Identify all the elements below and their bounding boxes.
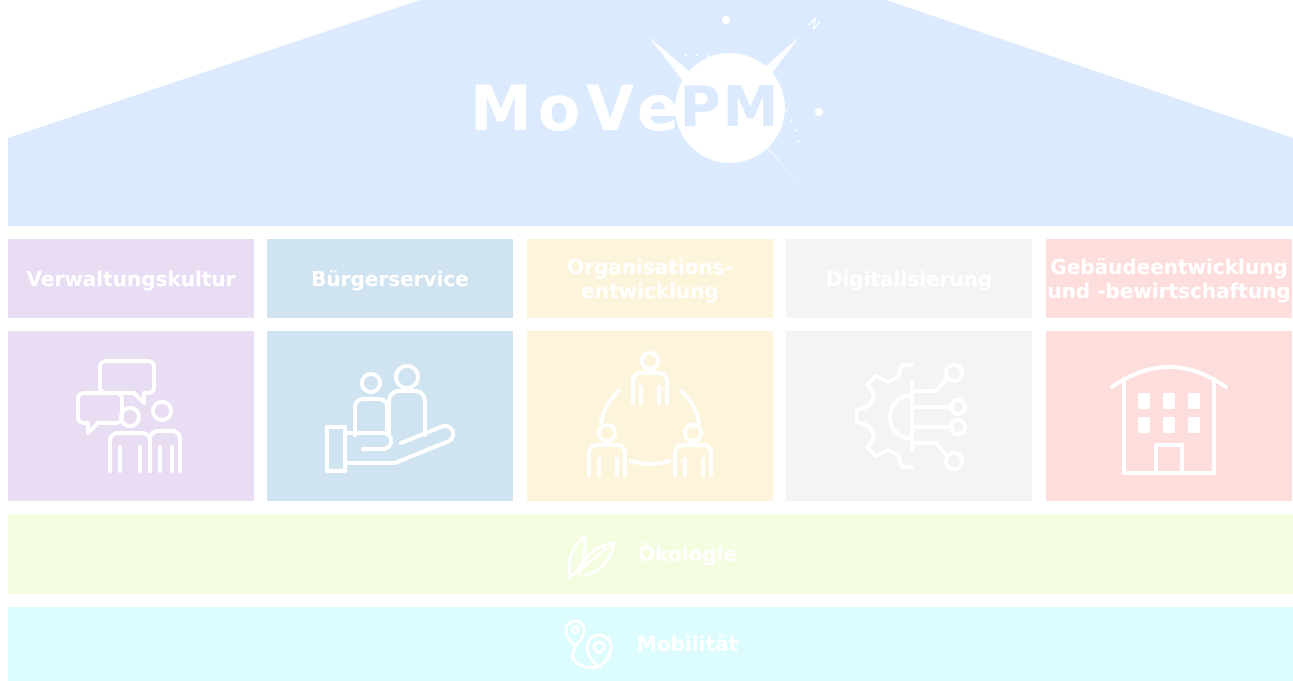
column-icon-buergerservice (267, 331, 513, 501)
chat-people-icon (76, 359, 182, 473)
logo-text-move: MoVe (470, 72, 685, 145)
band-label-oekologie: Ökologie (638, 542, 737, 566)
logo-circle: PM (675, 53, 785, 163)
column-title-verwaltungskultur: Verwaltungskultur (8, 239, 254, 318)
column-icon-digitalisierung (786, 331, 1032, 501)
map-pin-route-icon (564, 619, 613, 669)
hand-people-icon (325, 364, 455, 473)
column-title-organisationsentwicklung: Organisations-entwicklung (527, 239, 773, 318)
movepm-logo: N MoVe PM (470, 0, 830, 200)
leaf-icon (567, 535, 616, 579)
band-oekologie: Ökologie (8, 514, 1293, 594)
compass-letter: N (805, 15, 823, 34)
logo-text-pm: PM (679, 75, 781, 140)
column-icon-gebaeudeentwicklung (1046, 331, 1292, 501)
column-title-digitalisierung: Digitalisierung (786, 239, 1032, 318)
column-title-buergerservice: Bürgerservice (267, 239, 513, 318)
column-icon-organisationsentwicklung (527, 331, 773, 501)
roof (8, 0, 1293, 226)
band-mobilitaet: Mobilität (8, 607, 1293, 681)
band-label-mobilitaet: Mobilität (636, 632, 739, 656)
team-circle-icon (587, 351, 713, 477)
gear-network-icon (855, 363, 967, 471)
building-icon (1110, 365, 1228, 475)
column-icon-verwaltungskultur (8, 331, 254, 501)
